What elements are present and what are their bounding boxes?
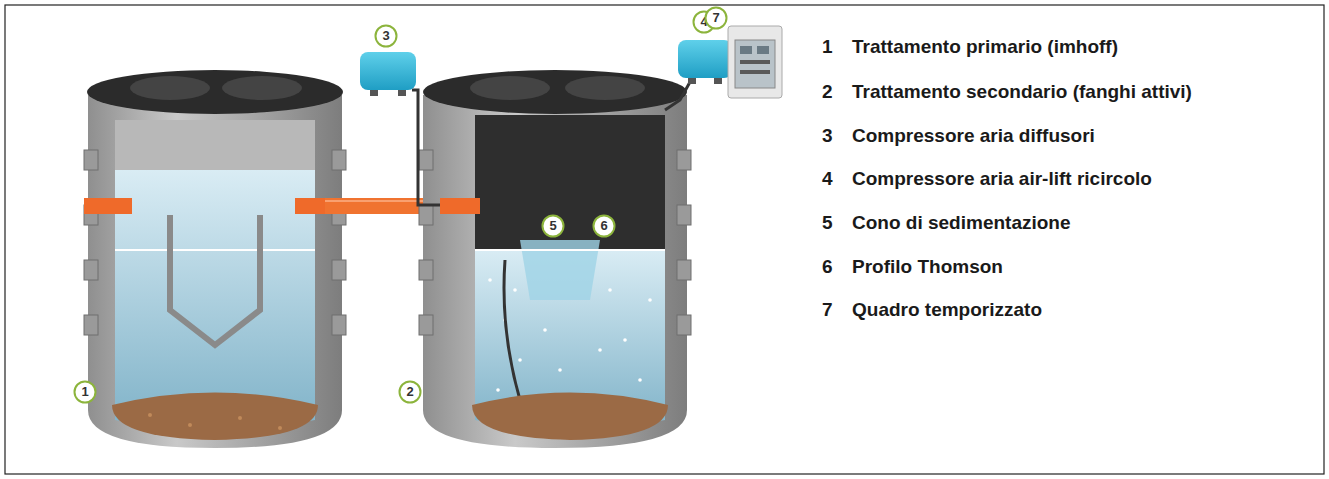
legend-number: 4 — [822, 167, 833, 191]
legend-text: Trattamento secondario (fanghi attivi) — [852, 80, 1192, 104]
callout-circle: 6 — [592, 214, 616, 238]
frame-border — [5, 5, 1324, 474]
legend-number: 2 — [822, 80, 833, 104]
callout-number: 7 — [704, 6, 728, 30]
callout-number: 5 — [541, 214, 565, 238]
imhoff-tank — [84, 70, 346, 448]
callout-number: 2 — [398, 380, 422, 404]
legend-number: 6 — [822, 255, 833, 279]
callout-number: 3 — [374, 24, 398, 48]
legend-number: 1 — [822, 35, 833, 59]
callout-circle: 2 — [398, 380, 422, 404]
legend-text: Cono di sedimentazione — [852, 211, 1071, 235]
activated-sludge-tank — [419, 70, 691, 448]
callout-number: 6 — [592, 214, 616, 238]
legend-text: Compressore aria diffusori — [852, 124, 1095, 148]
timer-panel — [728, 26, 782, 98]
diffuser-compressor — [360, 52, 440, 205]
callout-circle: 1 — [73, 380, 97, 404]
airlift-compressor — [665, 40, 732, 110]
callout-circle: 5 — [541, 214, 565, 238]
callout-number: 1 — [73, 380, 97, 404]
legend-text: Compressore aria air-lift ricircolo — [852, 167, 1152, 191]
callout-circle: 3 — [374, 24, 398, 48]
legend-text: Profilo Thomson — [852, 255, 1003, 279]
legend-number: 3 — [822, 124, 833, 148]
legend-text: Trattamento primario (imhoff) — [852, 35, 1118, 59]
legend-number: 5 — [822, 211, 833, 235]
legend-number: 7 — [822, 298, 833, 322]
callout-circle: 7 — [704, 6, 728, 30]
legend-text: Quadro temporizzato — [852, 298, 1042, 322]
